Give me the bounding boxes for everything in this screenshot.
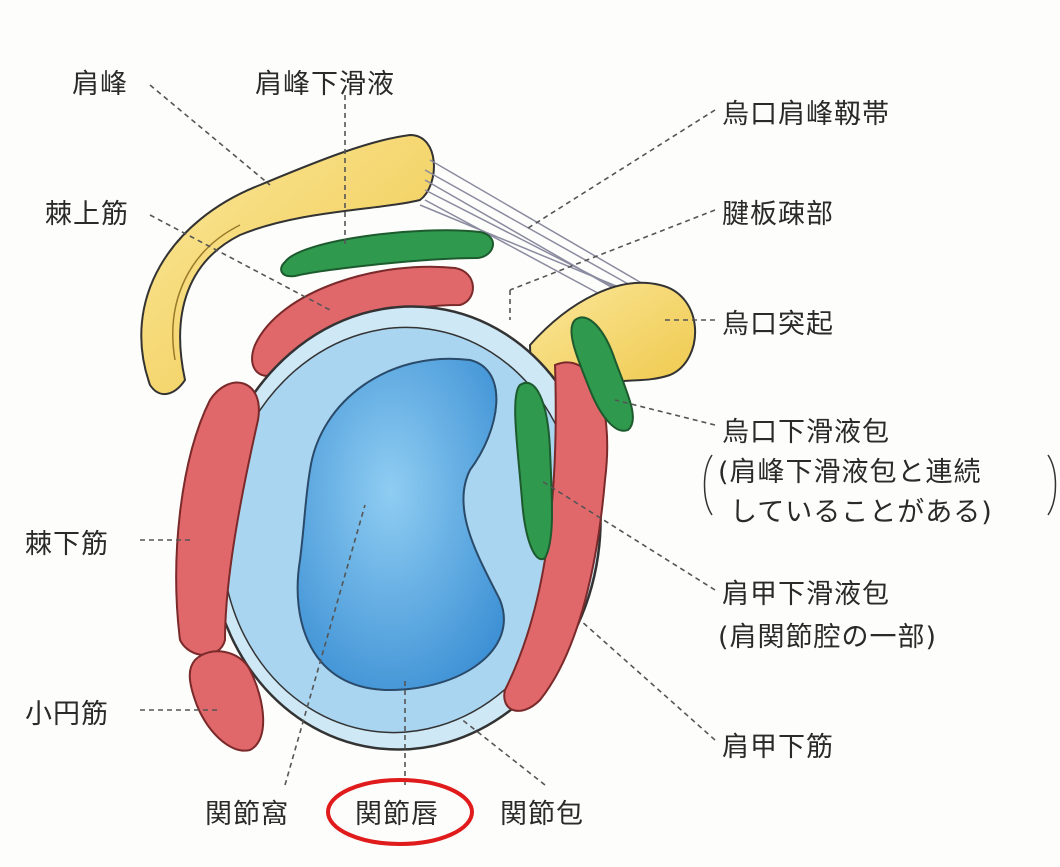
label-teres-minor: 小円筋 bbox=[25, 699, 109, 730]
label-infraspinatus: 棘下筋 bbox=[25, 529, 109, 560]
label-subscapular-bursa: 肩甲下滑液包 bbox=[722, 579, 890, 610]
label-supraspinatus: 棘上筋 bbox=[45, 199, 129, 230]
label-glenoid: 関節窩 bbox=[205, 799, 289, 830]
label-subcoracoid-note-2: していることがある) bbox=[730, 497, 993, 528]
label-acromion: 肩峰 bbox=[72, 69, 128, 100]
leader-lines bbox=[140, 84, 716, 786]
labrum-highlight-circle bbox=[326, 778, 474, 846]
subacromial-bursa-shape bbox=[280, 229, 494, 278]
label-subacromial-bursa: 肩峰下滑液 bbox=[255, 69, 395, 100]
label-subcoracoid-bursa: 烏口下滑液包 bbox=[722, 417, 890, 448]
label-rotator-interval: 腱板疎部 bbox=[722, 199, 834, 230]
coracoacromial-ligament-shape bbox=[419, 159, 651, 306]
label-subscapularis: 肩甲下筋 bbox=[722, 732, 834, 763]
label-subscapular-note: (肩関節腔の一部) bbox=[718, 622, 938, 653]
infraspinatus-shape bbox=[175, 381, 260, 656]
teres-minor-shape bbox=[188, 650, 265, 752]
label-labrum: 関節唇 bbox=[355, 799, 439, 830]
glenoid-shape bbox=[296, 357, 505, 692]
label-coracoacromial-ligament: 烏口肩峰靱帯 bbox=[722, 99, 890, 130]
subcoracoid-bursa-shape bbox=[570, 316, 634, 432]
label-coracoid-process: 烏口突起 bbox=[722, 309, 834, 340]
subscapular-bursa-shape bbox=[514, 382, 554, 561]
acromion-shape bbox=[140, 133, 435, 395]
label-subcoracoid-note-1: (肩峰下滑液包と連続 bbox=[718, 457, 982, 488]
label-capsule: 関節包 bbox=[500, 799, 584, 830]
